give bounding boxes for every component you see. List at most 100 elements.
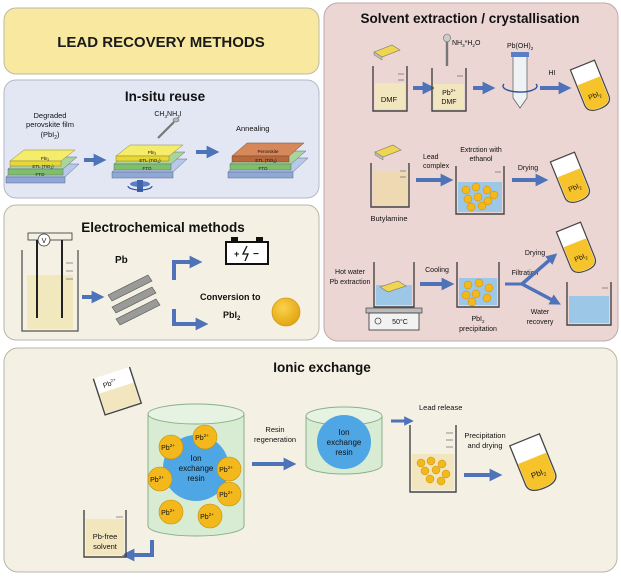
electrochemical-heading: Electrochemical methods [81,220,245,235]
arrow-to-water [521,282,561,305]
stack2-middle: ETL (TiO2) [139,158,161,164]
resin-bead-2 [317,415,371,469]
svg-text:+: + [234,249,239,259]
hotplate-icon: 50°C [365,307,423,331]
conversion-label-2: PbI2 [223,310,241,322]
ionic-exchange-panel: Ionic exchange Pb2+ Ion exchange resin P… [3,347,618,573]
lead-rods-icon [107,274,161,326]
solvent-row-3: Hot water Pb extraction 50°C Cooling PbI… [330,221,612,333]
stack1-bottom: FTO [36,172,45,177]
arrow-to-pbfree [121,540,154,562]
pbi2-tube-1: PbI2 [569,59,611,112]
arrow-to-battery [172,255,203,280]
pipette-icon [157,117,180,139]
filtration-label: Filtration [512,270,539,277]
solvent-row-2: Butylamine Lead complex Extrction with e… [370,144,591,223]
particles-row2 [461,182,499,212]
svg-text:PbI2: PbI2 [568,182,584,194]
svg-text:PbI2: PbI2 [588,90,604,102]
electrochemical-panel: Electrochemical methods V Pb + [3,204,320,341]
arrow-to-pbi2 [172,309,209,331]
pbi2-tube-final: PbI2 [508,432,557,492]
pb-beaker-tilted: Pb2+ [92,366,143,416]
drying-label-3: Drying [525,250,545,257]
precipitation-drying-label-1: Precipitation [464,431,505,440]
precipitation-drying-label-2: and drying [467,441,502,450]
dmf-label: DMF [381,95,398,104]
particles-release [416,456,451,486]
svg-text:Pb2+: Pb2+ [200,512,214,521]
main-title: LEAD RECOVERY METHODS [57,34,265,51]
svg-text:PbI2: PbI2 [530,467,548,483]
resin2-label-2: exchange [327,438,362,447]
pb-balls: Pb2+ Pb2+ Pb2+ Pb2+ Pb2+ Pb2+ Pb2+ [147,424,242,529]
stack3-top: Perovskite [257,149,279,154]
pbi2-powder-icon [271,297,301,327]
conversion-label-1: Conversion to [200,292,261,302]
lead-release-label: Lead release [419,403,462,412]
hot-water-label-2: Pb extraction [330,279,371,286]
dropper-icon [443,33,451,66]
stack1-top: PbI2 [41,156,50,162]
stack2-top: PbI2 [148,150,157,156]
lead-complex-label-1: Lead [423,154,439,161]
svg-text:Pb2+: Pb2+ [161,508,175,517]
pbo-h2-label: Pb(OH)2 [507,43,534,51]
extraction-label-2: ethanol [470,156,493,163]
pb2-dmf-label: Pb2+ [442,88,456,97]
solvent-row-1: DMF NH3*H2O Pb2+ DMF Pb(OH)2 HI [372,33,611,112]
precipitation-label-2: precipitation [459,326,497,333]
cooling-label: Cooling [425,267,449,274]
degraded-label-1: Degraded [34,111,67,120]
centrifuge-tube-icon [502,52,538,109]
svg-text:−: − [253,249,259,260]
svg-text:PbI2: PbI2 [574,252,590,264]
resin-column: Ion exchange resin Pb2+ Pb2+ Pb2+ Pb2+ P… [147,403,245,537]
voltmeter-label: V [42,238,47,245]
resin2-label-1: Ion [338,428,349,437]
ammonia-label: NH3*H2O [452,40,481,48]
title-panel: LEAD RECOVERY METHODS [3,7,320,75]
film-piece-in-beaker [379,280,407,293]
svg-text:Pb2+: Pb2+ [150,475,164,484]
solvent-extraction-panel: Solvent extraction / crystallisation DMF… [323,2,619,342]
film-piece-icon-2 [374,144,402,161]
pb-free-label-1: Pb-free [93,532,118,541]
water-recovery-label-2: recovery [527,319,554,326]
reagent-label: CH3NH3I [154,111,181,119]
spin-coater-icon [127,180,153,192]
hot-water-label-1: Hot water [335,269,366,276]
in-situ-panel: In-situ reuse Degraded perovskite film (… [3,79,320,199]
solvent-heading: Solvent extraction / crystallisation [360,11,579,26]
battery-icon: + − [225,237,269,265]
particles-row3 [461,278,494,307]
butylamine-label: Butylamine [370,214,407,223]
regeneration-label-1: Resin [265,425,284,434]
resin-column-regenerated: Ion exchange resin [305,406,383,475]
stack3-middle: ETL (TiO2) [255,158,277,164]
extraction-label-1: Extrction with [460,147,502,154]
degraded-label-2: perovskite film [26,120,74,129]
precipitation-label-1: PbI2 [471,316,485,324]
lead-release-beaker [409,425,457,493]
resin-label-1: Ion [190,454,201,463]
pb-label: Pb [115,255,128,266]
pbi2-tube-3: PbI2 [555,221,597,274]
svg-text:Pb2+: Pb2+ [219,490,233,499]
svg-text:Pb2+: Pb2+ [102,377,118,390]
film-piece-icon [373,44,401,61]
ionic-heading: Ionic exchange [273,360,371,375]
hi-label: HI [549,70,556,77]
svg-text:Pb2+: Pb2+ [219,465,233,474]
drying-label-2: Drying [518,165,538,172]
arrow-to-drying [520,253,558,286]
degraded-label-3: (PbI2) [40,130,60,141]
film-stack-perovskite: Perovskite ETL (TiO2) FTO [227,142,309,179]
film-stack-degraded: PbI2 ETL (TiO2) FTO [5,149,80,184]
svg-text:Pb2+: Pb2+ [195,433,209,442]
lead-complex-label-2: complex [423,163,450,170]
pb2-dmf-label-2: DMF [441,99,456,106]
regeneration-label-2: regeneration [254,435,296,444]
stack3-bottom: FTO [259,166,268,171]
